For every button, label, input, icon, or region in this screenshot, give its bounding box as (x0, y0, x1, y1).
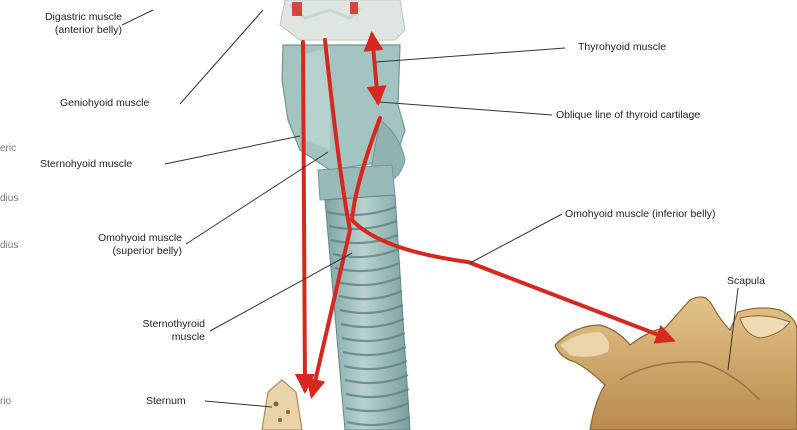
sternohyoid-arrow (303, 42, 305, 390)
sternothyroid-label: Sternothyroid muscle (100, 318, 205, 344)
edge-fragment: rio (0, 396, 11, 408)
thyrohyoid-label: Thyrohyoid muscle (578, 41, 666, 54)
sternum-label: Sternum (146, 395, 186, 408)
geniohyoid-label: Geniohyoid muscle (60, 97, 149, 110)
omohyoid-inferior-label: Omohyoid muscle (inferior belly) (565, 208, 716, 221)
digastric-label: Digastric muscle (anterior belly) (12, 11, 122, 37)
omohyoid-superior-line2: (superior belly) (62, 245, 182, 258)
edge-fragment: eric (0, 143, 16, 155)
omohyoid-superior-line1: Omohyoid muscle (62, 232, 182, 245)
scapula-bone (555, 297, 797, 430)
trachea (318, 165, 410, 430)
hyoid-region (280, 0, 405, 40)
thyroid-cartilage (282, 45, 405, 182)
sternothyroid-line2: muscle (100, 331, 205, 344)
edge-fragment: dius (0, 193, 18, 205)
oblique-line-label: Oblique line of thyroid cartilage (556, 109, 700, 122)
sternothyroid-line1: Sternothyroid (100, 318, 205, 331)
scapula-label: Scapula (727, 275, 765, 288)
sternohyoid-label: Sternohyoid muscle (40, 158, 132, 171)
sternum-bone (262, 380, 302, 430)
omohyoid-superior-label: Omohyoid muscle (superior belly) (62, 232, 182, 258)
edge-fragment: dius (0, 240, 18, 252)
digastric-label-line1: Digastric muscle (12, 11, 122, 24)
digastric-label-line2: (anterior belly) (12, 24, 122, 37)
